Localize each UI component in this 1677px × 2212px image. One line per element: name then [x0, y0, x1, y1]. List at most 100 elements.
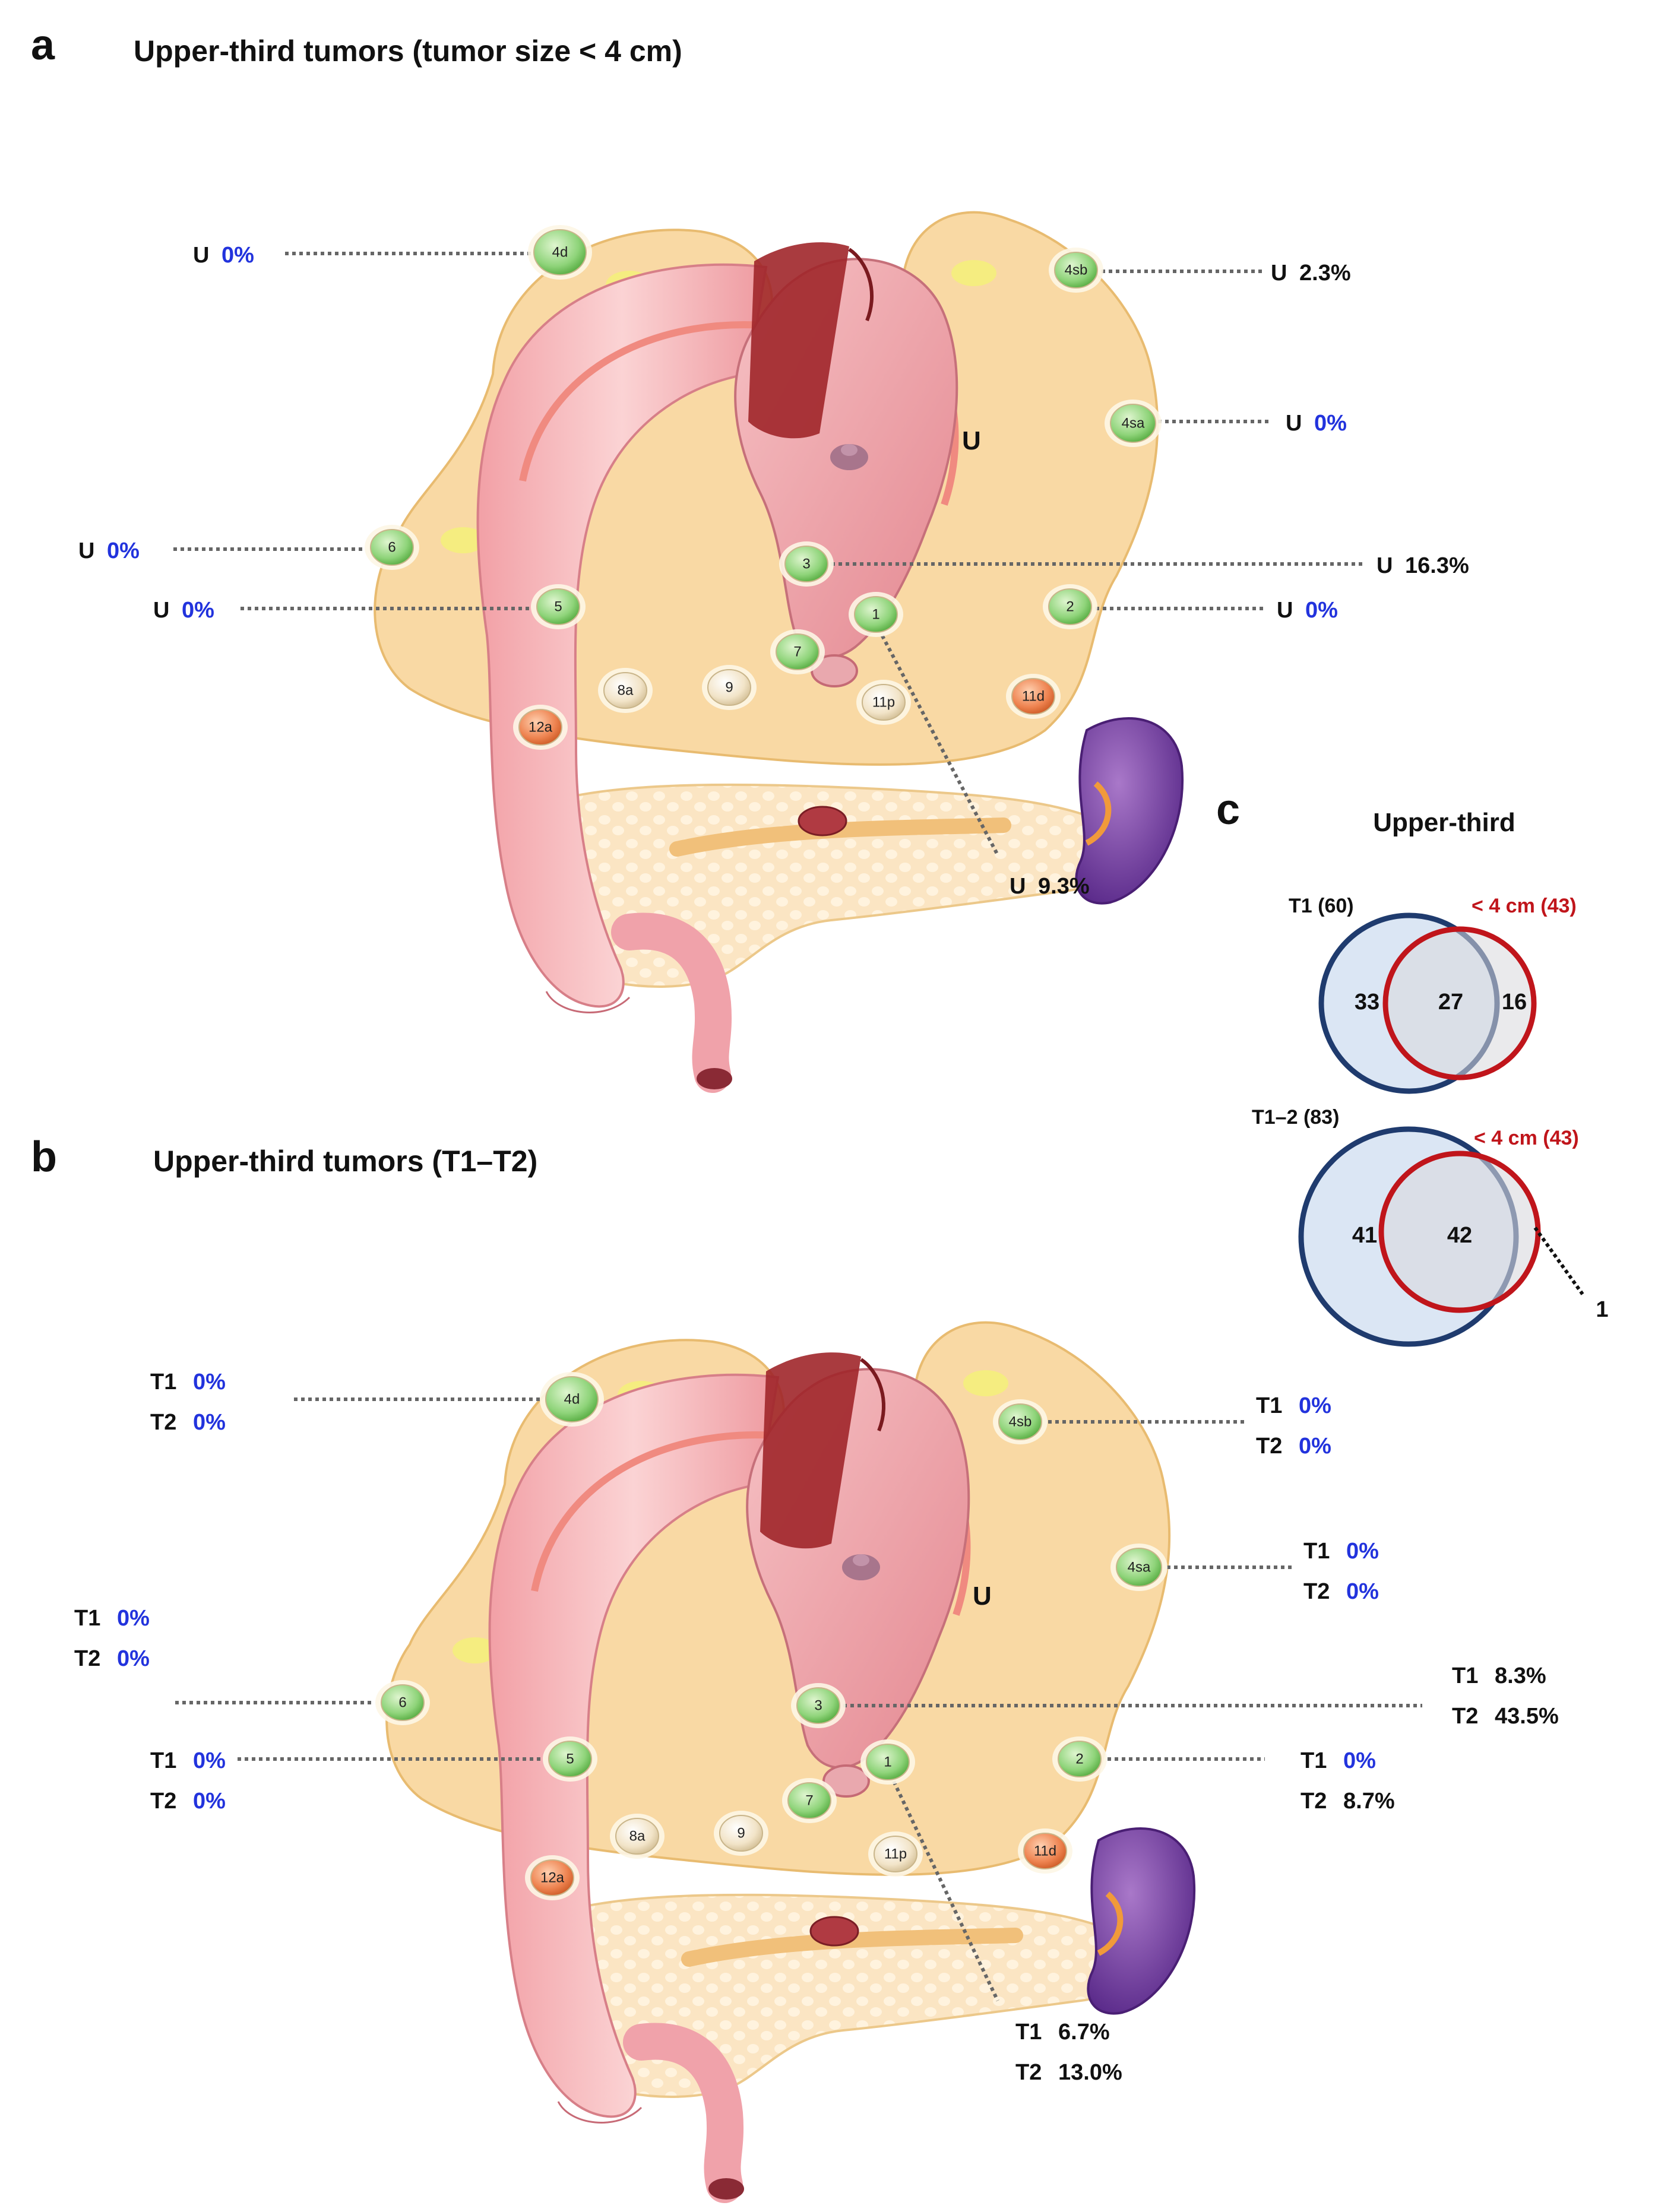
lymph-node-label: 11p — [872, 694, 895, 710]
station-6-value-b: 0% — [117, 1646, 150, 1671]
station-4sa-prefix-b: T1 — [1303, 1539, 1330, 1564]
station-6-prefix-a: U — [78, 538, 94, 563]
station-4sb-value-a: 2.3% — [1299, 261, 1351, 286]
station-5-prefix-b: T1 — [150, 1748, 176, 1773]
lymph-node-11d-a: 11d — [1006, 674, 1061, 719]
lymph-node-label: 5 — [554, 598, 562, 614]
station-3-prefix-b: T2 — [1452, 1704, 1478, 1729]
lymph-node-9-b: 9 — [714, 1811, 768, 1856]
lymph-node-label: 4sa — [1122, 415, 1145, 431]
venn-t1: T1 (60) < 4 cm (43) 33 27 16 — [1289, 895, 1577, 1094]
panel-c-letter: c — [1216, 786, 1240, 834]
lymph-node-label: 3 — [802, 556, 810, 572]
venn-t1-right-circle — [1382, 926, 1537, 1080]
lymph-node-label: 11d — [1034, 1843, 1056, 1859]
lymph-node-label: 3 — [814, 1697, 822, 1713]
tumor-label-b: U — [973, 1582, 992, 1611]
lymph-node-5-b: 5 — [543, 1736, 597, 1782]
lymph-node-3-b: 3 — [791, 1683, 846, 1728]
station-4d-value-b: 0% — [193, 1410, 226, 1435]
station-4sa-value-a: 0% — [1314, 411, 1347, 436]
lymph-node-label: 4d — [564, 1391, 580, 1407]
station-3-prefix-a: U — [1377, 553, 1393, 578]
station-1-value-a: 9.3% — [1038, 874, 1090, 899]
station-5-prefix-a: U — [153, 598, 169, 623]
station-1-value-b: 6.7% — [1058, 2020, 1110, 2045]
station-4sa-prefix-a: U — [1286, 411, 1302, 436]
station-4sb-prefix-b: T1 — [1256, 1393, 1282, 1418]
station-6-prefix-b: T2 — [74, 1646, 100, 1671]
station-5-value-a: 0% — [182, 598, 214, 623]
venn-t1-left-label: T1 (60) — [1289, 895, 1354, 917]
lymph-node-11p-a: 11p — [856, 680, 911, 725]
station-4sb-value-b: 0% — [1299, 1393, 1331, 1418]
lymph-node-label: 4sb — [1009, 1414, 1032, 1430]
lymph-node-5-a: 5 — [531, 584, 586, 629]
station-6-value-b: 0% — [117, 1606, 150, 1631]
lymph-nodes-a: 4d 4sb 4sa 6 3 5 2 1 7 8a 9 11p 11d 12a — [365, 225, 1162, 750]
station-1-prefix-b: T2 — [1015, 2060, 1042, 2085]
leader-line-1-b — [889, 1774, 999, 2002]
lymph-node-3-a: 3 — [779, 541, 834, 587]
leader-lines-b — [175, 1397, 1422, 2002]
lymph-node-6-a: 6 — [365, 525, 419, 570]
lymph-node-4sa-b: 4sa — [1110, 1544, 1167, 1591]
lymph-node-label: 9 — [737, 1825, 745, 1841]
lymph-node-label: 4sa — [1128, 1559, 1151, 1575]
lymph-node-7-b: 7 — [782, 1778, 837, 1823]
lymph-node-label: 12a — [540, 1869, 565, 1885]
lymph-node-1-b: 1 — [860, 1739, 915, 1785]
station-5-value-b: 0% — [193, 1748, 226, 1773]
venn-t12-right-label: < 4 cm (43) — [1474, 1127, 1579, 1149]
station-4sa-value-b: 0% — [1346, 1579, 1379, 1604]
venn-t1-overlap: 27 — [1438, 990, 1463, 1015]
lymph-node-label: 9 — [725, 679, 733, 695]
lymph-node-label: 1 — [872, 606, 879, 622]
station-4d-prefix-a: U — [193, 243, 209, 268]
lymph-node-label: 11p — [884, 1846, 907, 1862]
station-2-prefix-b: T2 — [1301, 1789, 1327, 1814]
lymph-node-4sa-a: 4sa — [1105, 400, 1162, 447]
station-6-prefix-b: T1 — [74, 1606, 100, 1631]
lymph-node-label: 11d — [1022, 688, 1045, 704]
lymph-node-12a-b: 12a — [525, 1855, 580, 1900]
lymph-node-label: 2 — [1066, 598, 1074, 614]
lymph-node-2-b: 2 — [1052, 1736, 1107, 1782]
venn-t1-right-label: < 4 cm (43) — [1472, 895, 1577, 917]
lymph-node-11p-b: 11p — [868, 1831, 923, 1877]
station-2-prefix-b: T1 — [1301, 1748, 1327, 1773]
lymph-node-label: 7 — [805, 1792, 813, 1808]
panel-a-letter: a — [31, 21, 55, 69]
lymph-node-8a-b: 8a — [610, 1814, 665, 1859]
venn-t12-pointer — [1533, 1227, 1584, 1295]
lymph-node-label: 8a — [618, 682, 634, 698]
station-3-value-b: 43.5% — [1495, 1704, 1559, 1729]
leader-lines-a — [173, 252, 1363, 856]
lymph-node-label: 7 — [793, 644, 801, 660]
lymph-node-4d-a: 4d — [528, 225, 592, 280]
venn-t1-left-only: 33 — [1355, 990, 1379, 1015]
lymph-node-2-a: 2 — [1043, 584, 1097, 629]
station-6-value-a: 0% — [107, 538, 140, 563]
lymph-node-label: 4sb — [1065, 262, 1088, 278]
panel-b-letter: b — [31, 1133, 57, 1181]
venn-t1-right-only: 16 — [1502, 990, 1527, 1015]
lymph-node-4d-b: 4d — [540, 1372, 604, 1427]
lymph-node-8a-a: 8a — [598, 668, 653, 713]
station-3-value-a: 16.3% — [1405, 553, 1469, 578]
lymph-node-9-a: 9 — [702, 665, 757, 710]
lymph-node-1-a: 1 — [849, 592, 903, 637]
venn-t12-right-circle — [1378, 1151, 1541, 1313]
station-4sb-prefix-b: T2 — [1256, 1434, 1282, 1459]
lymph-node-label: 2 — [1075, 1751, 1083, 1767]
station-5-value-b: 0% — [193, 1789, 226, 1814]
lymph-node-12a-a: 12a — [513, 705, 568, 750]
station-2-value-a: 0% — [1305, 598, 1338, 623]
lymph-node-label: 6 — [388, 539, 395, 555]
station-4d-value-b: 0% — [193, 1370, 226, 1395]
station-2-prefix-a: U — [1277, 598, 1293, 623]
venn-t12-left-only: 41 — [1352, 1223, 1377, 1248]
